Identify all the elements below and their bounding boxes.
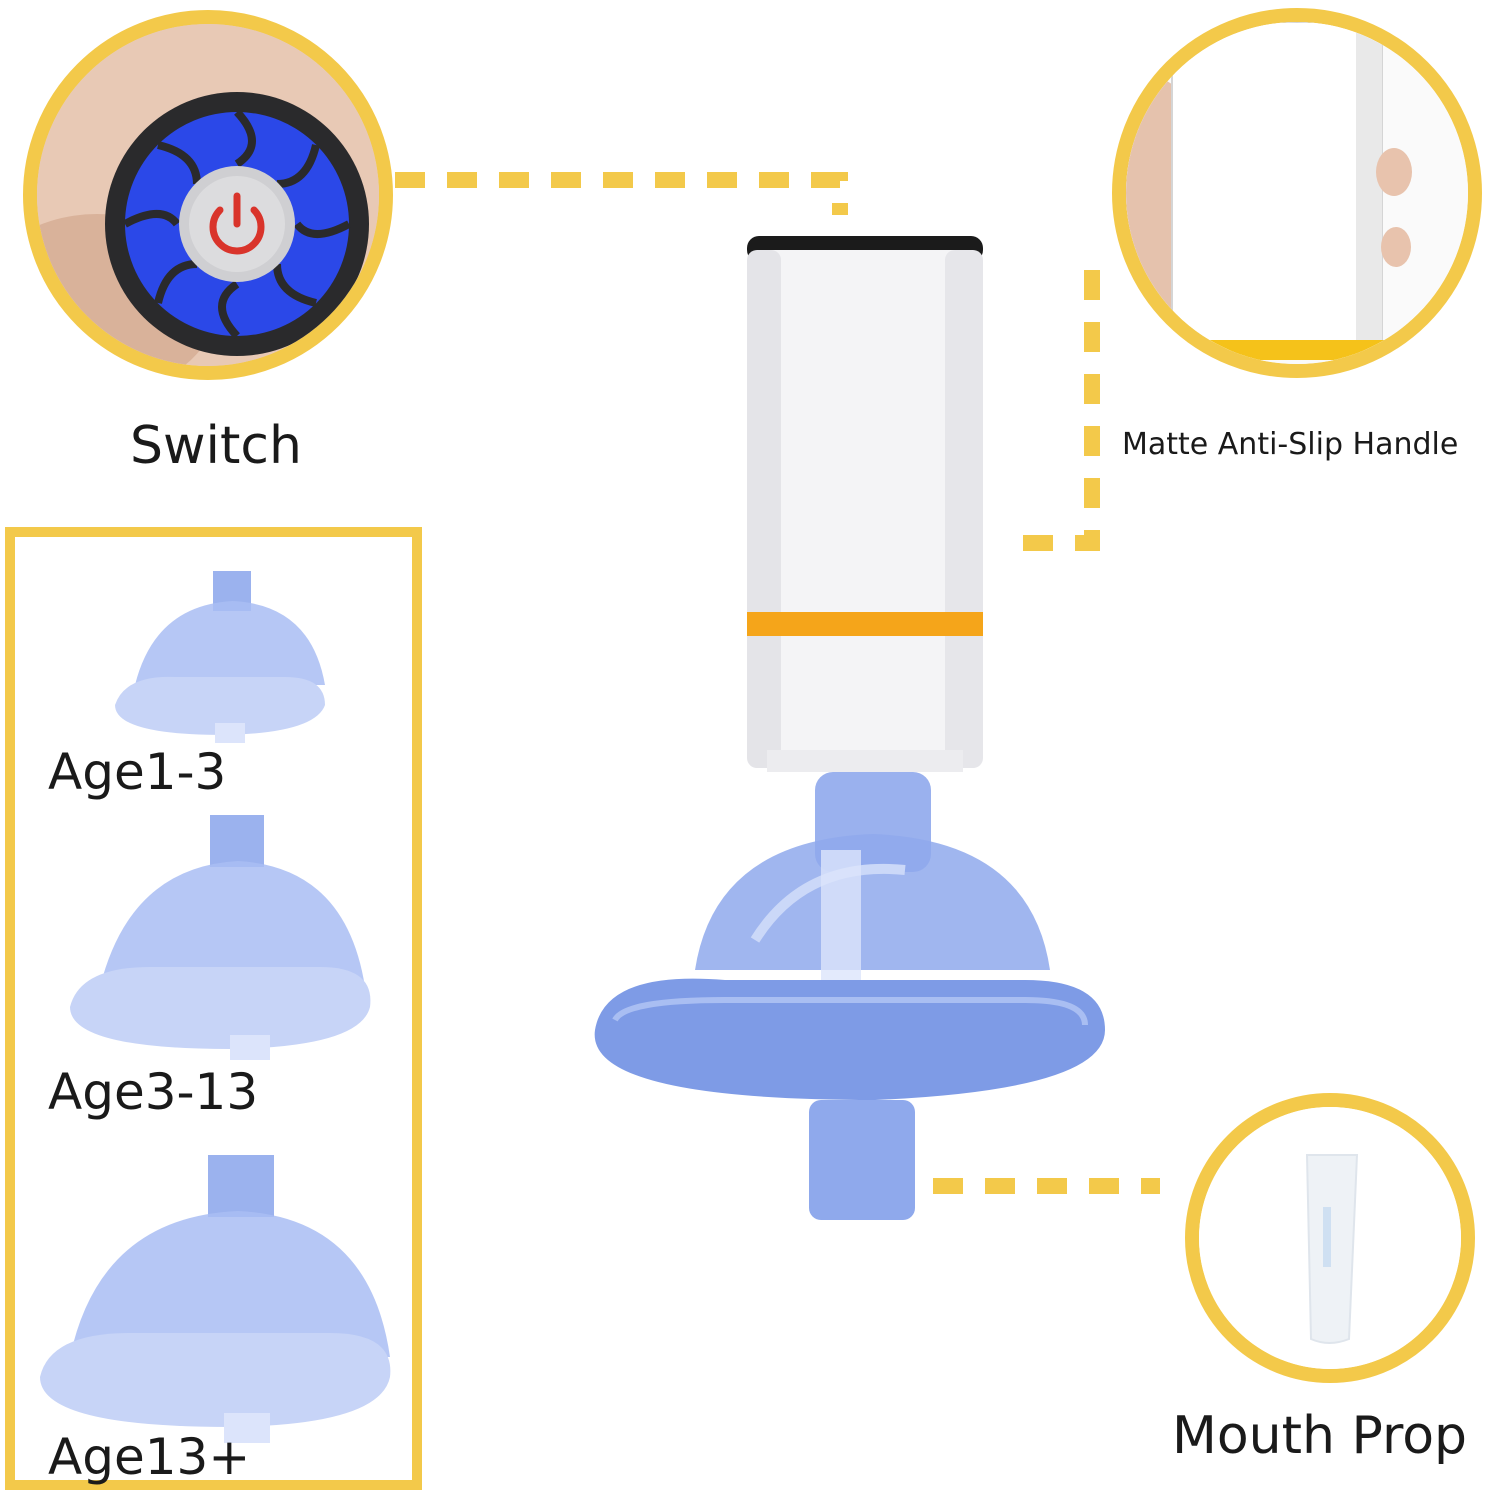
mouth-prop-callout-circle bbox=[1185, 1093, 1475, 1383]
nebulizer-device bbox=[594, 236, 1105, 1220]
switch-callout-circle bbox=[23, 10, 393, 380]
mask-sizes-panel: Age1-3 Age3-13 Age13+ bbox=[5, 527, 422, 1490]
handle-closeup bbox=[1126, 22, 1468, 364]
mask-small-label: Age1-3 bbox=[48, 743, 227, 801]
mask-medium-image bbox=[70, 815, 371, 1060]
mouth-prop-label: Mouth Prop bbox=[1172, 1406, 1468, 1466]
orange-band bbox=[747, 612, 983, 636]
switch-label: Switch bbox=[130, 416, 302, 476]
mask-large-image bbox=[40, 1155, 391, 1443]
mask-small-image bbox=[115, 571, 325, 743]
handle-label: Matte Anti-Slip Handle bbox=[1122, 427, 1459, 462]
mask-large-label: Age13+ bbox=[48, 1428, 251, 1486]
switch-closeup bbox=[37, 24, 379, 366]
power-icon bbox=[209, 192, 265, 255]
switch-connector bbox=[395, 172, 848, 215]
handle-connector bbox=[1013, 270, 1100, 551]
mouth-prop-image bbox=[1199, 1107, 1461, 1369]
handle-callout-circle bbox=[1112, 8, 1482, 378]
mask-medium-label: Age3-13 bbox=[48, 1063, 259, 1121]
